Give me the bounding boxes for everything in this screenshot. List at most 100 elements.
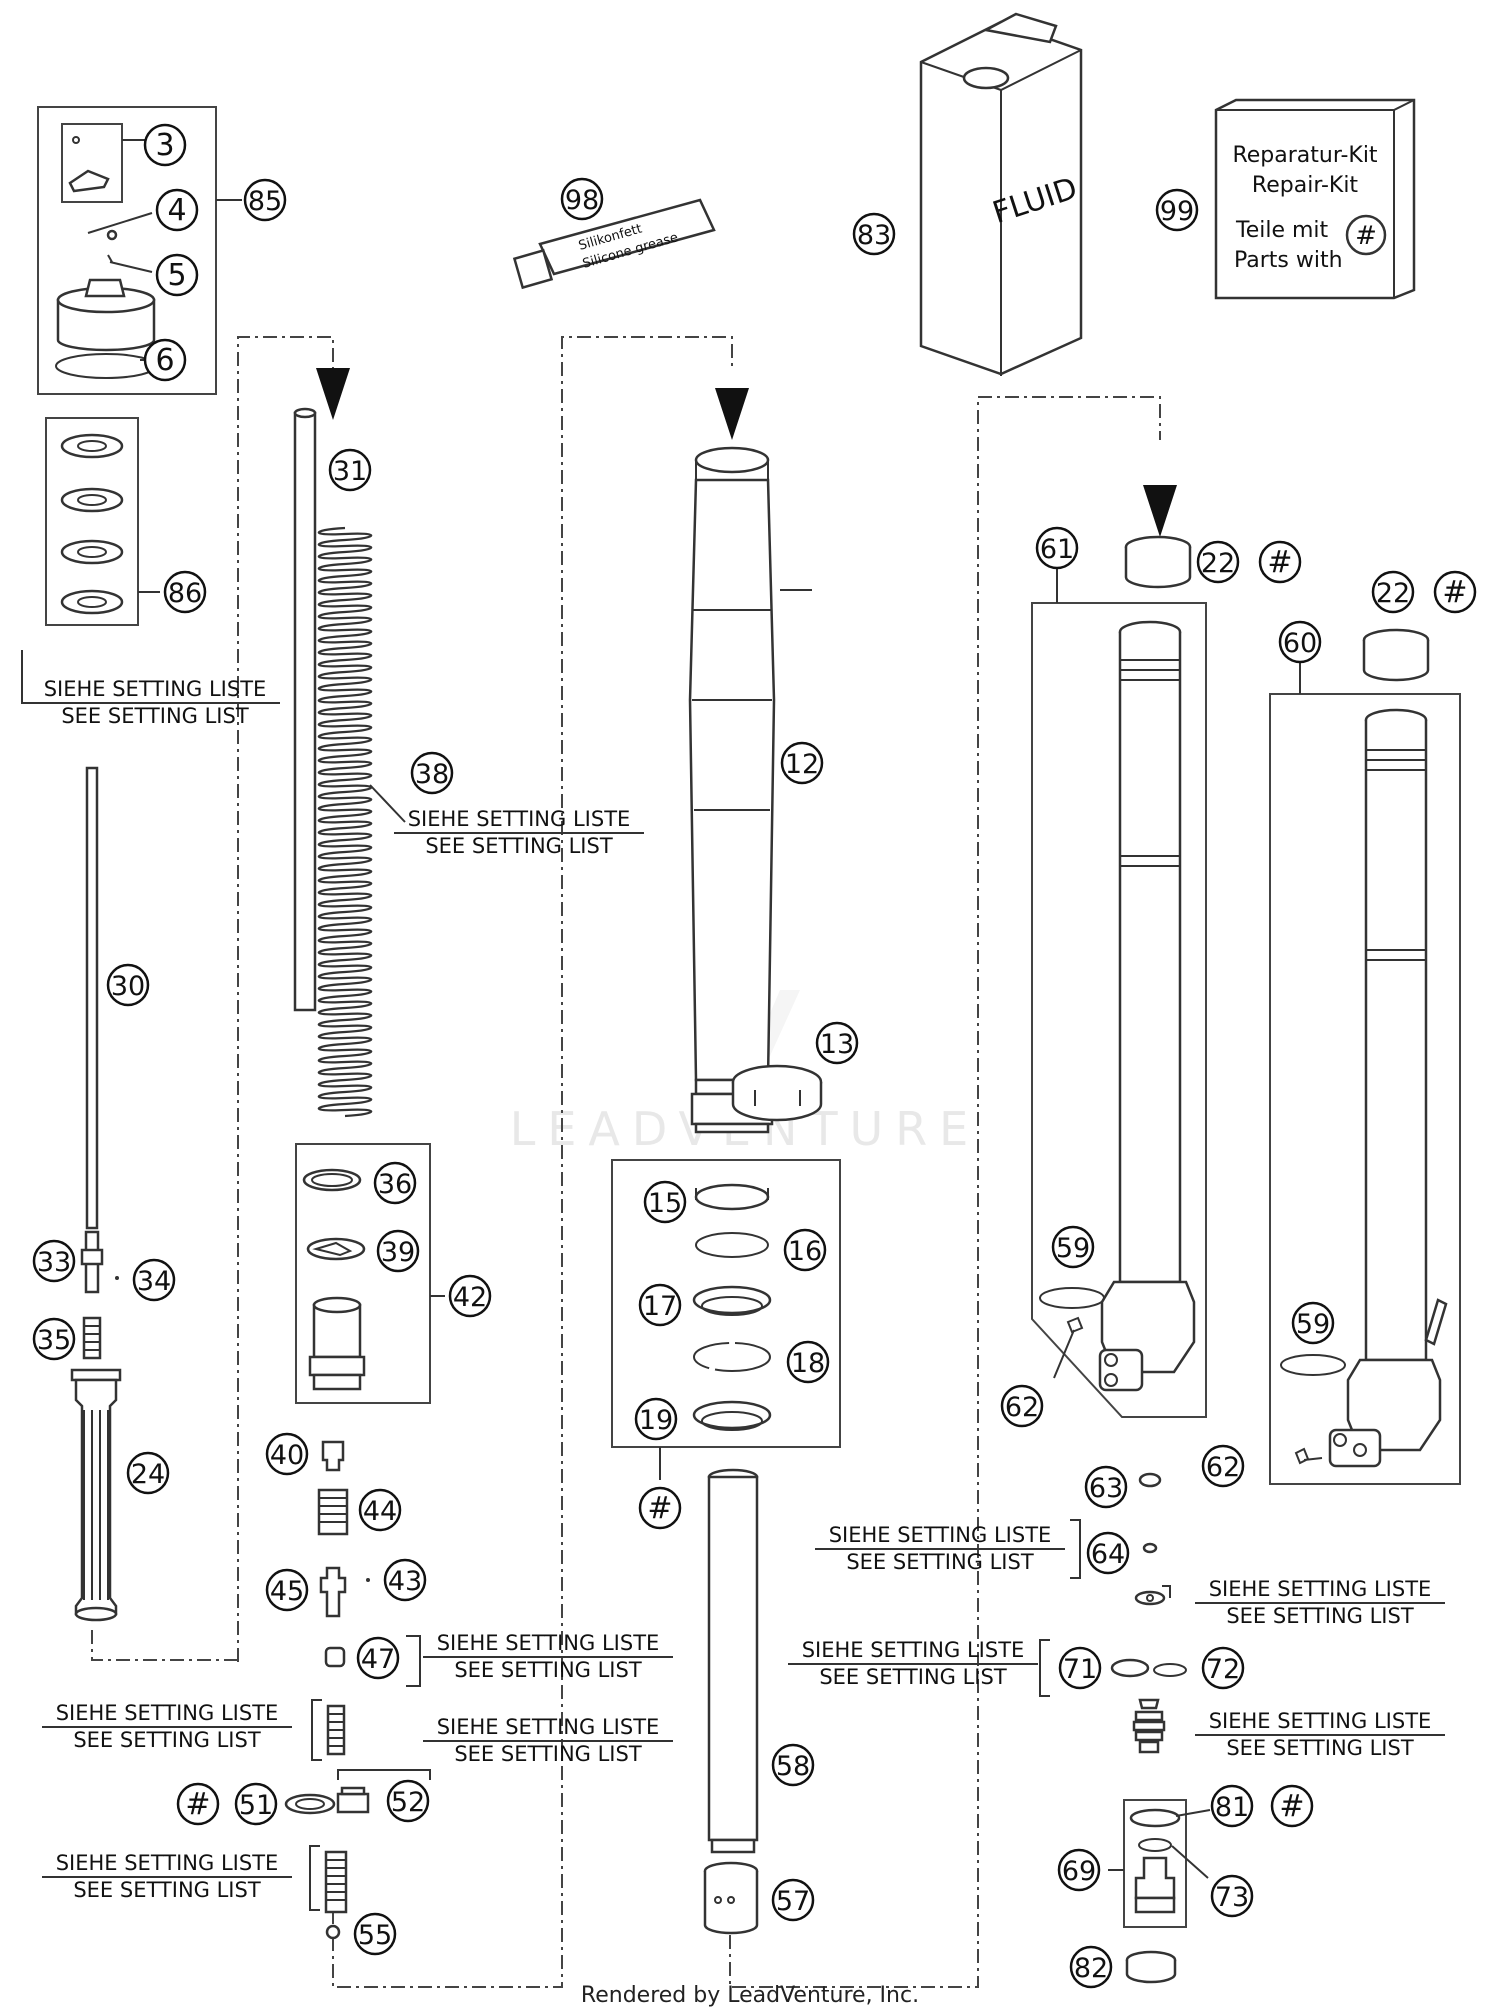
svg-text:#: # [1442,575,1467,610]
callout-4: 4 [155,188,199,232]
callout-71: 71 [1058,1646,1102,1690]
callout-label: 40 [270,1440,304,1471]
setting-note-line2: SEE SETTING LIST [73,1878,261,1902]
svg-text:#: # [1267,545,1292,580]
callout-43: 43 [383,1558,427,1602]
callout-label: 57 [776,1886,810,1917]
callout-label: 59 [1056,1233,1090,1264]
callout-label: 33 [37,1247,71,1278]
callout-label: 36 [378,1169,412,1200]
setting-note: SIEHE SETTING LISTE SEE SETTING LIST [394,807,644,858]
callout-label: 61 [1040,534,1074,565]
callout-85: 85 [243,178,287,222]
callout-label: 39 [381,1237,415,1268]
callout-38: 38 [410,751,454,795]
setting-note-line2: SEE SETTING LIST [1226,1604,1414,1628]
callout-69: 69 [1057,1848,1101,1892]
callout-39: 39 [376,1229,420,1273]
inner-tube-58 [707,1468,759,1854]
callout-label: 31 [333,456,367,487]
setting-note-line1: SIEHE SETTING LISTE [1209,1577,1432,1601]
repair-kit-line1: Reparatur-Kit [1232,143,1377,168]
spring-38 [317,526,373,1118]
callout-22: 22 [1196,540,1240,584]
kit-42-group [295,1143,445,1404]
callout-33: 33 [32,1239,76,1283]
callout-label: 60 [1283,628,1317,659]
callout-label: 59 [1296,1309,1330,1340]
kit-seal-group [611,1159,841,1480]
callout-18: 18 [786,1340,830,1384]
callout-label: 45 [270,1576,304,1607]
callout-59: 59 [1051,1225,1095,1269]
callout-label: 58 [776,1751,810,1782]
callout-6: 6 [143,338,187,382]
callout-label: 30 [111,971,145,1002]
callout-label: 4 [167,193,186,228]
setting-note-line2: SEE SETTING LIST [425,834,613,858]
setting-note-line1: SIEHE SETTING LISTE [56,1851,279,1875]
callout-81: 81 [1210,1784,1254,1828]
setting-note-line2: SEE SETTING LIST [61,704,249,728]
callout-13: 13 [815,1021,859,1065]
piston-rod-30 [85,766,99,1230]
setting-note-line1: SIEHE SETTING LISTE [408,807,631,831]
assembly-lines [91,336,1161,1988]
callout-label: 83 [857,220,891,251]
callout-73: 73 [1210,1874,1254,1918]
callout-57: 57 [771,1878,815,1922]
callout-55: 55 [353,1912,397,1956]
setting-note-line1: SIEHE SETTING LISTE [829,1523,1052,1547]
callout-59: 59 [1291,1301,1335,1345]
svg-text:#: # [1279,1789,1304,1824]
fork-leg-61 [1031,567,1207,1418]
setting-note-line2: SEE SETTING LIST [819,1665,1007,1689]
callout-label: 44 [363,1496,397,1527]
callout-label: 15 [648,1188,682,1219]
callout-label: 22 [1201,548,1235,579]
rod-31 [293,407,317,1012]
valve-stacks [284,1699,431,1940]
callout-62: 62 [1201,1444,1245,1488]
callout-label: 82 [1074,1953,1108,1984]
repair-kit-99: Reparatur-Kit Repair-Kit Teile mit Parts… [1214,98,1416,300]
repair-kit-line4: Parts with [1234,248,1343,273]
setting-note-line1: SIEHE SETTING LISTE [802,1638,1025,1662]
callout-58: 58 [771,1743,815,1787]
callout-label: 34 [137,1266,171,1297]
setting-note: SIEHE SETTING LISTE SEE SETTING LIST [1195,1577,1445,1628]
callout-72: 72 [1201,1646,1245,1690]
callout-19: 19 [634,1397,678,1441]
callout-label: 62 [1005,1392,1039,1423]
leader-lines [87,212,812,823]
small-parts-40-47 [317,1440,421,1687]
callout-label: 3 [155,128,174,163]
callout-label: 85 [248,186,282,217]
callout-label: 19 [639,1405,673,1436]
setting-note-line2: SEE SETTING LIST [846,1550,1034,1574]
setting-note-line1: SIEHE SETTING LISTE [437,1715,660,1739]
callout-83: 83 [852,212,896,256]
callout-label: 43 [388,1566,422,1597]
callout-label: 35 [37,1325,71,1356]
callout-label: 18 [791,1348,825,1379]
callout-5: 5 [155,253,199,297]
part-57 [703,1861,759,1935]
hash-icon: # [638,1486,682,1530]
callout-99: 99 [1155,188,1199,232]
right-small-parts [1039,1472,1187,1754]
callout-22: 22 [1371,570,1415,614]
hash-marks: ##### [176,540,1477,1828]
callout-44: 44 [358,1488,402,1532]
callout-62: 62 [1000,1384,1044,1428]
kit-69-group [1108,1799,1211,1984]
callout-40: 40 [265,1432,309,1476]
callout-label: 17 [643,1291,677,1322]
callout-86: 86 [163,570,207,614]
callout-47: 47 [356,1636,400,1680]
callout-label: 86 [168,578,202,609]
callout-label: 47 [361,1644,395,1675]
